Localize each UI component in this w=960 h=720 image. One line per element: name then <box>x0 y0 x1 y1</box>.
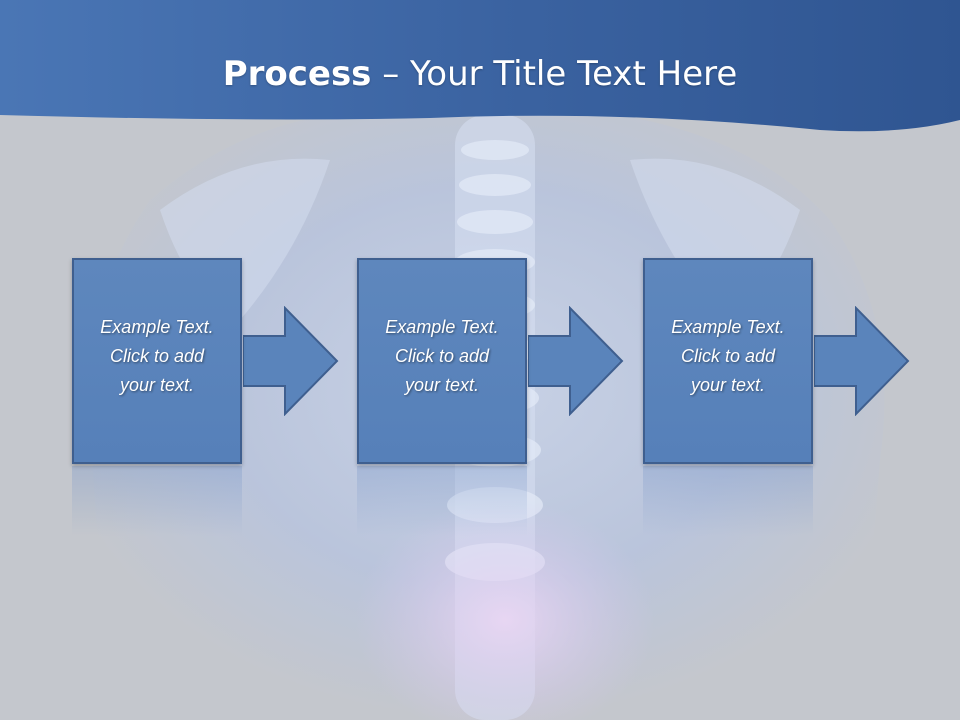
step-reflection <box>357 466 527 536</box>
arrow-right-icon[interactable] <box>243 306 339 416</box>
step-reflection <box>643 466 813 536</box>
process-step-3[interactable]: Example Text. Click to add your text. <box>643 258 813 464</box>
step-text: Example Text. Click to add your text. <box>671 316 785 395</box>
step-text: Example Text. Click to add your text. <box>385 316 499 395</box>
arrow-right-icon[interactable] <box>528 306 624 416</box>
process-step-1[interactable]: Example Text. Click to add your text. <box>72 258 242 464</box>
slide-title[interactable]: Process – Your Title Text Here <box>0 52 960 96</box>
process-step-2[interactable]: Example Text. Click to add your text. <box>357 258 527 464</box>
arrow-right-icon[interactable] <box>814 306 910 416</box>
title-bold: Process <box>222 54 372 94</box>
step-reflection <box>72 466 242 536</box>
step-text: Example Text. Click to add your text. <box>100 316 214 395</box>
title-rest: – Your Title Text Here <box>371 54 738 94</box>
